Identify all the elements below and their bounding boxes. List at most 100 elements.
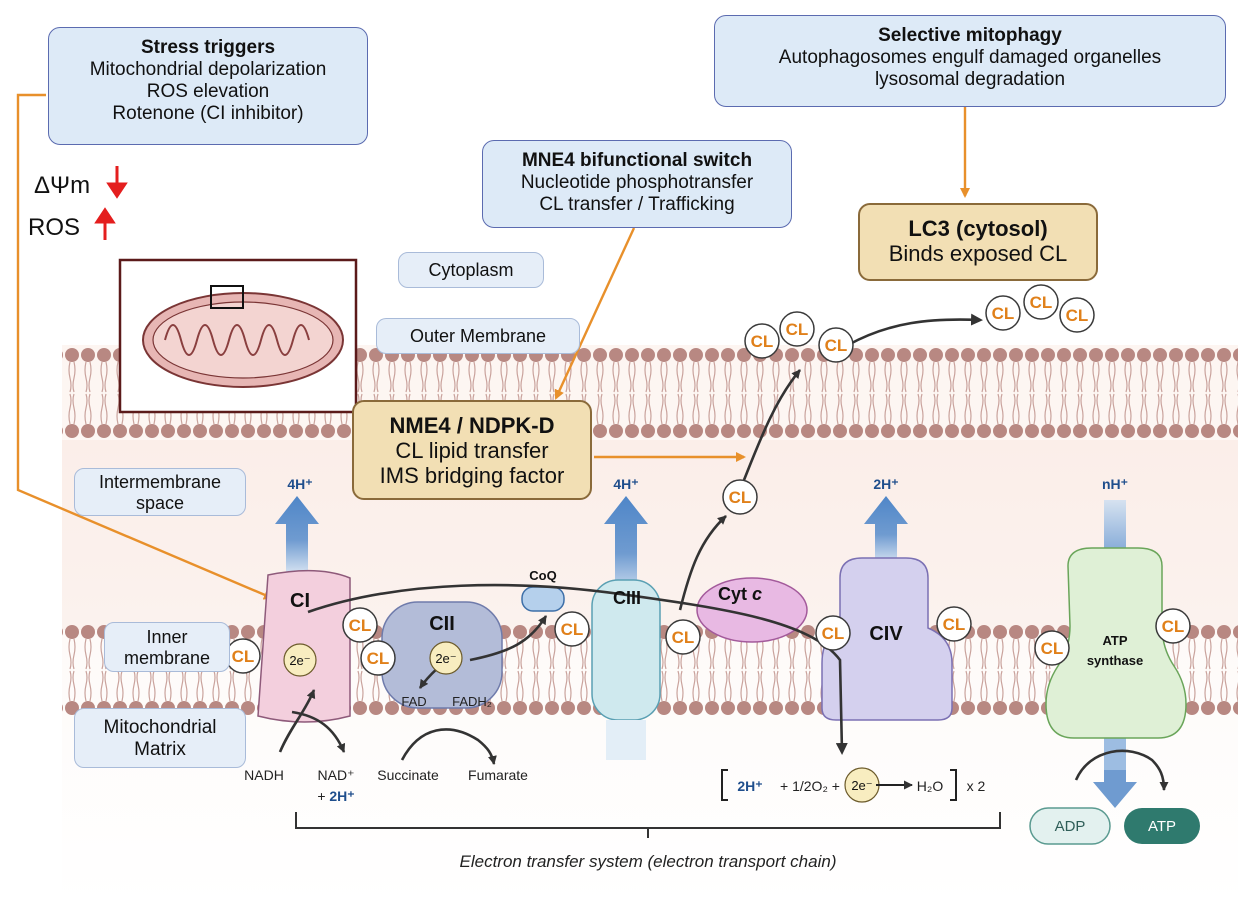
lc3-title: LC3 (cytosol) [908, 216, 1048, 241]
cl-text: CL [1066, 306, 1089, 325]
cytoplasm-label: Cytoplasm [398, 252, 544, 288]
cyt-c-italic: c [752, 584, 762, 604]
cl-marker: CL [1034, 630, 1070, 666]
svg-labels: 4H⁺ 4H⁺ 2H⁺ nH⁺ CI CII CIII CIV CoQ Cyt … [244, 476, 1176, 871]
cl-circle [1034, 630, 1070, 666]
cl-marker: CL [815, 615, 851, 651]
nad-h-text: 2H⁺ [329, 788, 354, 804]
ci-proton-arrow [275, 496, 319, 576]
cl-text: CL [992, 304, 1015, 323]
inner-membrane-label: Inner membrane [104, 622, 230, 672]
cl-marker: CL [818, 327, 854, 363]
eq-electrons-label: 2e⁻ [851, 778, 872, 793]
eq-protons: 2H⁺ [737, 778, 762, 794]
cl-circle [1059, 297, 1095, 333]
intermembrane-line-1: Intermembrane [98, 472, 222, 492]
fad-label: FAD [401, 694, 426, 709]
cl-circle [818, 327, 854, 363]
atp-pill [1124, 808, 1200, 844]
cl-circle [815, 615, 851, 651]
orange-connectors [16, 93, 970, 600]
cl-marker: CL [1155, 608, 1191, 644]
complex-iv-label: CIV [869, 623, 903, 645]
cyt-c-label: Cyt c [718, 584, 762, 604]
dark-arrows [278, 313, 1169, 791]
eq-water: H₂O [917, 778, 944, 794]
matrix-line-1: Mitochondrial [103, 717, 217, 738]
mitophagy-box: Selective mitophagy Autophagosomes engul… [714, 15, 1226, 107]
stress-line-1: Mitochondrial depolarization [89, 59, 327, 80]
complex-iii-tail [606, 720, 646, 760]
adp-to-atp-arrow [1074, 749, 1169, 791]
cl-circle [779, 311, 815, 347]
cl-circle [1155, 608, 1191, 644]
cl-text: CL [1030, 293, 1053, 312]
cl-marker: CL [779, 311, 815, 347]
cl-to-outer-arrow [742, 369, 801, 481]
inner-membrane-line-2: membrane [123, 648, 211, 668]
stress-to-ci-arrow [16, 93, 274, 600]
cl-marker: CL [1059, 297, 1095, 333]
cl-text: CL [672, 628, 695, 647]
cl-marker: CL [360, 640, 396, 676]
atp-proton-label: nH⁺ [1102, 476, 1128, 492]
intermembrane-line-2: space [135, 493, 185, 513]
civ-proton-arrow [864, 496, 908, 566]
stress-line-3: Rotenone (CI inhibitor) [112, 103, 304, 124]
mne4-line-2: CL transfer / Trafficking [539, 194, 735, 215]
succinate-fumarate-arrow [400, 728, 497, 765]
ci-electrons-circle [283, 643, 317, 677]
fadh2-label: FADH₂ [452, 694, 492, 709]
mne4-to-nme4-arrow [554, 227, 636, 400]
matrix-line-2: Matrix [134, 739, 186, 760]
cl-text: CL [822, 624, 845, 643]
lc3-box: LC3 (cytosol) Binds exposed CL [858, 203, 1098, 281]
stress-triggers-box: Stress triggers Mitochondrial depolariza… [48, 27, 368, 145]
nadh-label: NADH [244, 767, 284, 783]
cl-marker: CL [985, 295, 1021, 331]
cl-circle [744, 323, 780, 359]
cl-text: CL [751, 332, 774, 351]
eq-middle: + 1/2O₂ + [780, 778, 840, 794]
mne4-title: MNE4 bifunctional switch [521, 150, 753, 171]
cl-circle [665, 619, 701, 655]
cl-circle [936, 606, 972, 642]
complex-i-label: CI [290, 590, 310, 612]
cl-circle [360, 640, 396, 676]
succinate-label: Succinate [377, 767, 439, 783]
coq-label: CoQ [529, 568, 556, 583]
ets-caption: Electron transfer system (electron trans… [460, 852, 837, 871]
nad-plus-text: + [317, 788, 329, 804]
nad-label: NAD⁺ [318, 767, 355, 783]
nme4-line-2: IMS bridging factor [379, 463, 565, 488]
civ-proton-label: 2H⁺ [873, 476, 898, 492]
stress-triggers-title: Stress triggers [140, 37, 276, 58]
mitophagy-line-2: lysosomal degradation [874, 69, 1066, 90]
ciii-proton-arrow [604, 496, 648, 600]
cii-electrons-label: 2e⁻ [435, 651, 456, 666]
mitophagy-line-1: Autophagosomes engulf damaged organelles [778, 47, 1162, 68]
electron-flow-arrow [307, 583, 848, 755]
inner-membrane-line-1: Inner [146, 627, 188, 647]
cl-marker: CL [744, 323, 780, 359]
cl-circle [1023, 284, 1059, 320]
cl-text: CL [729, 488, 752, 507]
red-indicator-arrows [94, 166, 128, 240]
complex-iv [821, 557, 953, 721]
nad-protons-label: + 2H⁺ [317, 788, 354, 804]
adp-label: ADP [1055, 818, 1086, 835]
cl-circle [554, 611, 590, 647]
cl-marker: CL [554, 611, 590, 647]
cii-to-coq-arrow [469, 615, 548, 662]
nme4-box: NME4 / NDPK-D CL lipid transfer IMS brid… [352, 400, 592, 500]
cl-marker: CL [936, 606, 972, 642]
atp-synthase-label-1: ATP [1102, 633, 1127, 648]
ros-indicator: ROS [28, 214, 81, 241]
complex-ii-label: CII [429, 613, 455, 635]
adp-pill [1029, 807, 1111, 845]
mne4-line-1: Nucleotide phosphotransfer [520, 172, 754, 193]
intermembrane-space-label: Intermembrane space [74, 468, 246, 516]
cii-electrons-circle [429, 641, 463, 675]
